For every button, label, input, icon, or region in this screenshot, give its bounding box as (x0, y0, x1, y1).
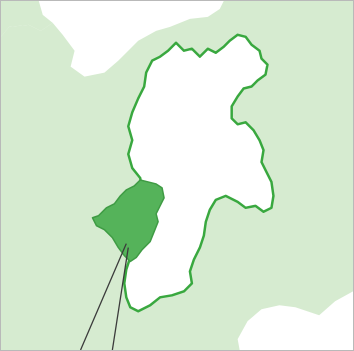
land-west (1, 1, 53, 37)
highlighted-area (91, 179, 165, 263)
pointer-line-left (79, 243, 127, 350)
pointer-line-right (111, 247, 129, 350)
region-outline (123, 33, 275, 313)
pointer-lines (79, 243, 129, 350)
